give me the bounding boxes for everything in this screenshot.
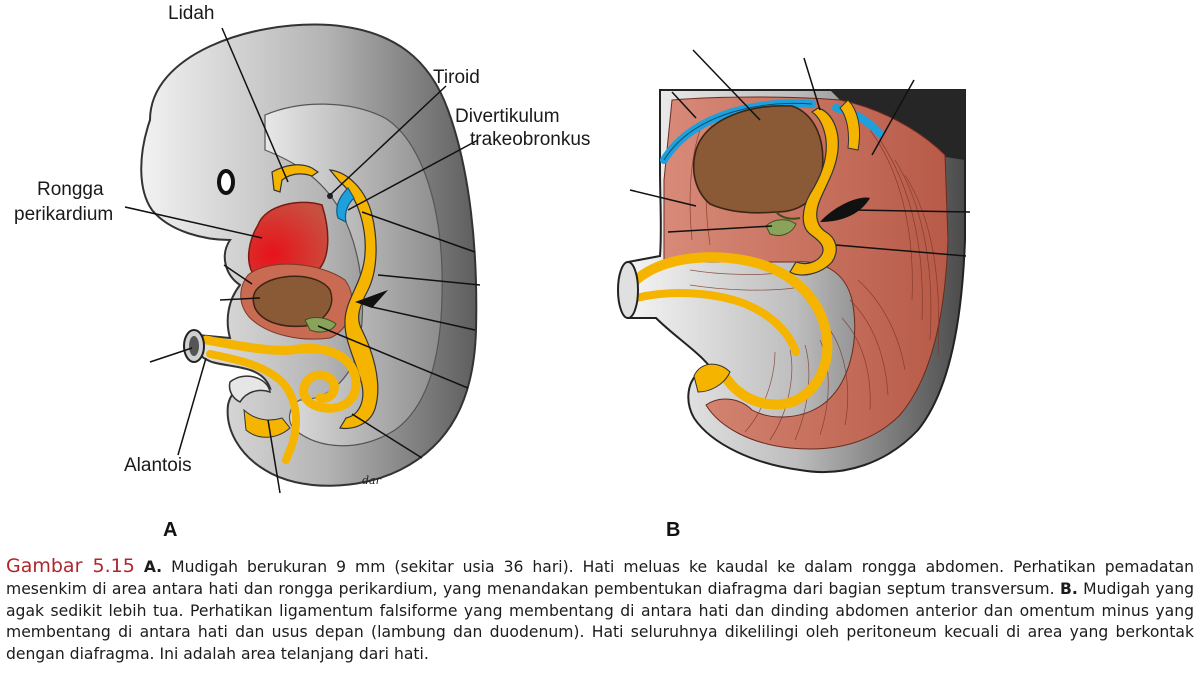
panel-b-embryo: B <box>617 49 971 541</box>
stomach-tube-b <box>789 107 839 276</box>
bile-duct-b <box>775 211 801 220</box>
midgut-loop-b <box>631 252 833 410</box>
label-rongga: Rongga <box>37 179 104 200</box>
stomach-lumen <box>355 290 388 308</box>
midgut-loop-b-inner <box>632 289 800 356</box>
umbilical-stalk-b <box>617 261 639 319</box>
gallbladder <box>304 316 337 333</box>
tail-fold <box>228 375 271 403</box>
label-trakeobronkus: trakeobronkus <box>470 129 590 150</box>
umbilical-stalk-opening <box>189 336 199 356</box>
caption-a-marker: A. <box>143 558 163 576</box>
label-alantois: Alantois <box>124 455 192 476</box>
label-lidah: Lidah <box>168 3 215 24</box>
liver <box>252 275 333 328</box>
figure: Lidah Tiroid Divertikulum trakeobronkus … <box>14 3 971 541</box>
panel-label-b: B <box>666 519 680 541</box>
panel-a-embryo: Lidah Tiroid Divertikulum trakeobronkus … <box>14 3 590 541</box>
cloaca <box>243 408 291 438</box>
tail-curve-b <box>693 363 731 393</box>
panel-b-leader-lines <box>629 49 971 257</box>
caption-a-text: Mudigah berukuran 9 mm (sekitar usia 36 … <box>6 558 1195 598</box>
diaphragm-left-outline <box>663 102 813 161</box>
panel-label-a: A <box>163 519 177 541</box>
midgut-loop <box>201 335 361 413</box>
mesenchyme-fibres <box>689 124 940 441</box>
gallbladder-b <box>765 219 797 237</box>
panel-a-leader-lines <box>124 27 481 494</box>
stomach-lumen-b <box>820 197 870 222</box>
figure-caption: Gambar 5.15 A. Mudigah berukuran 9 mm (s… <box>6 555 1195 666</box>
caption-b-marker: B. <box>1059 579 1078 598</box>
diaphragm-right <box>832 104 884 138</box>
esophagus-tube <box>328 169 379 430</box>
eye-icon <box>217 169 235 195</box>
label-perikardium: perikardium <box>14 204 113 225</box>
caption-b-text: Mudigah yang agak sedikit lebih tua. Per… <box>6 579 1194 664</box>
embryo-illustration: Lidah Tiroid Divertikulum trakeobronkus … <box>14 3 971 541</box>
label-divertikulum: Divertikulum <box>455 106 560 127</box>
label-tiroid: Tiroid <box>433 67 480 88</box>
gut-dorsal-b <box>839 99 861 151</box>
embryo-inner-wall <box>264 103 443 447</box>
midgut-loop-lower <box>206 350 300 464</box>
figure-number: Gambar 5.15 <box>6 555 135 577</box>
tracheobronchial-diverticulum <box>336 187 355 224</box>
illustrator-signature: dar <box>362 474 382 487</box>
